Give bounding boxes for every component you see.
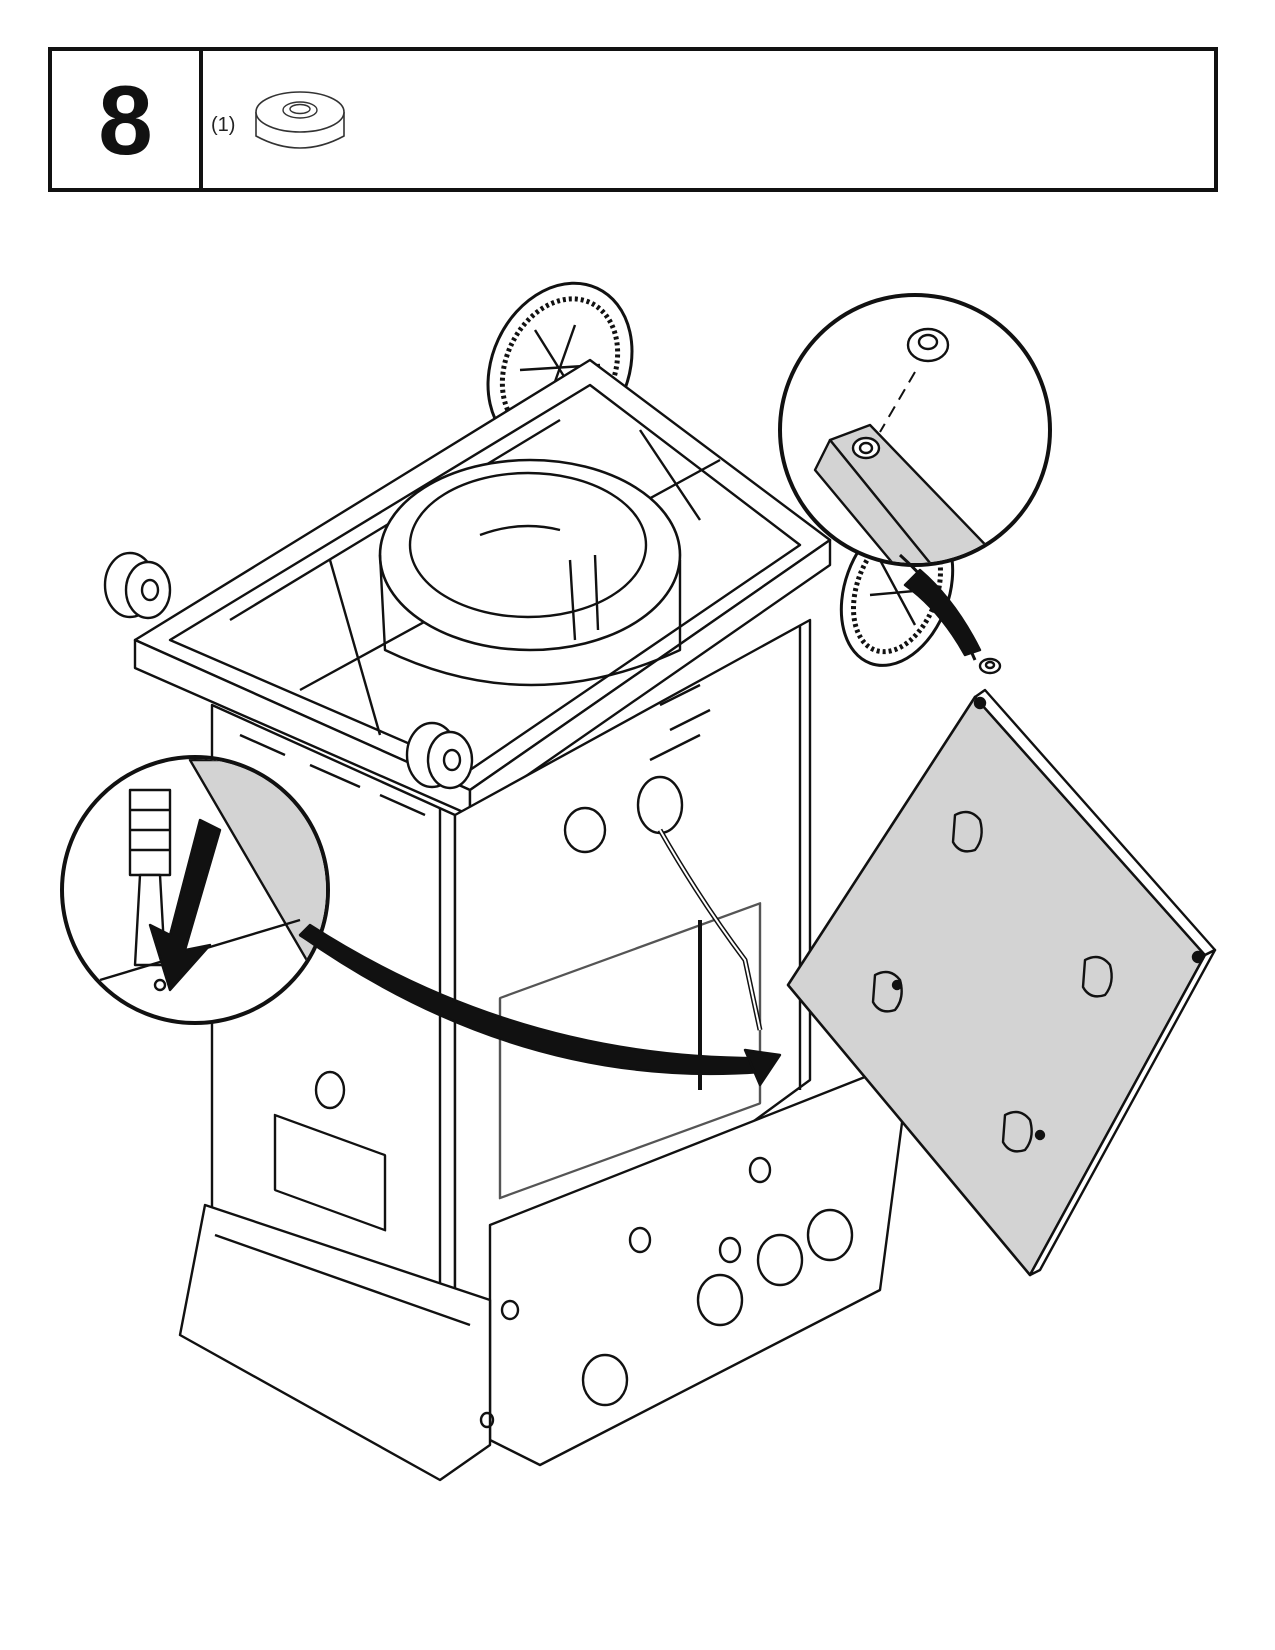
parts-list: (1): [203, 51, 1214, 188]
caster-left: [103, 551, 172, 620]
step-number: 8: [98, 64, 153, 175]
burner-ring: [378, 458, 682, 687]
gas-valve-detail-callout: [60, 755, 782, 1087]
step-header: 8 (1): [48, 47, 1218, 192]
side-panel: [786, 688, 1217, 1277]
washer-detail-callout: [778, 293, 1052, 661]
step-number-cell: 8: [52, 51, 203, 188]
caster-right: [405, 721, 474, 790]
washer-icon: [255, 91, 345, 149]
control-panel: [178, 1073, 907, 1482]
washer-loose: [978, 657, 1002, 675]
part-quantity: (1): [211, 114, 236, 136]
